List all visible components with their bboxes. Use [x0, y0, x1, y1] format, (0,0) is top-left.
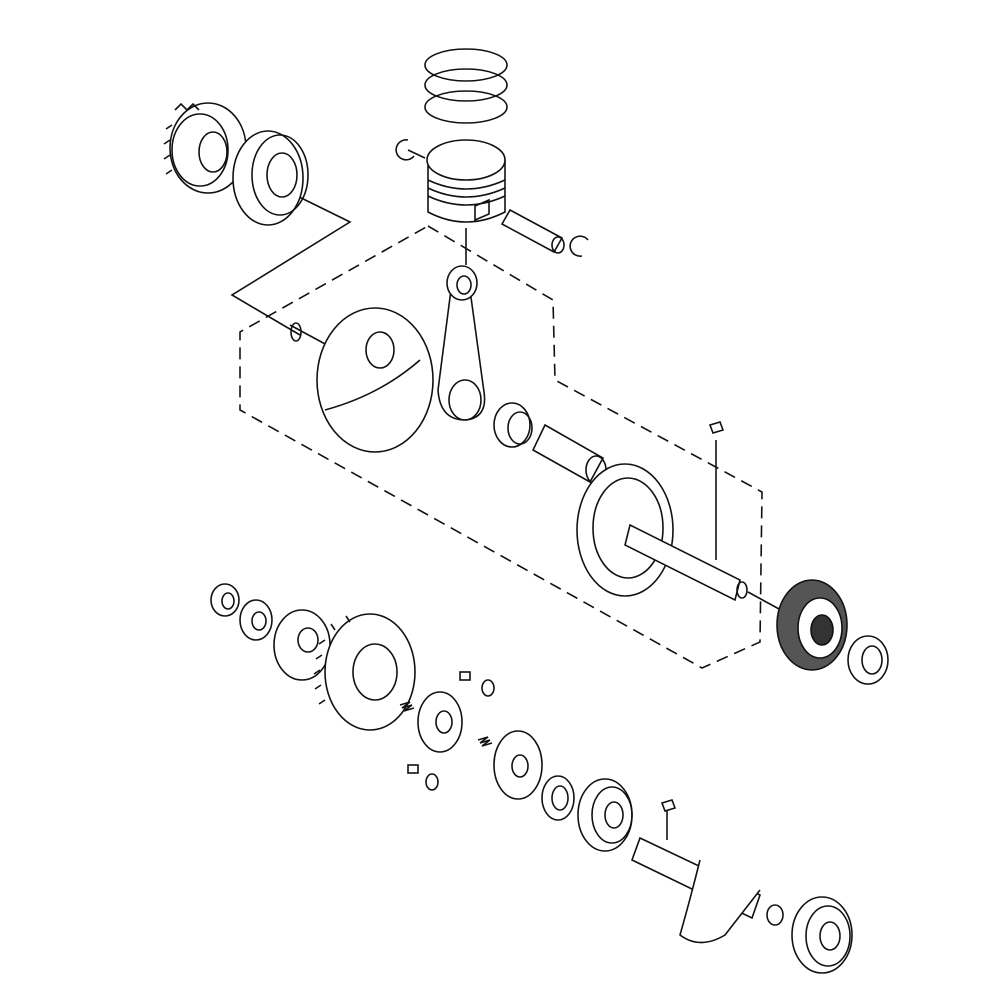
woodruff-key-upper-icon	[708, 421, 725, 434]
clutch-hub-icon	[417, 691, 463, 753]
crank-pin-icon	[531, 423, 607, 485]
spacer-ring-icon	[541, 775, 575, 821]
balancer-shaft-icon	[631, 836, 784, 944]
crank-assembly-outline	[239, 225, 763, 669]
bearing-leader-line	[230, 189, 352, 336]
primary-gear-icon	[313, 613, 416, 731]
ball-bearing-upper-icon	[232, 130, 309, 226]
thrust-washer-icon	[493, 730, 543, 800]
needle-bearing-icon	[493, 402, 533, 448]
circlip-right-icon	[569, 235, 589, 257]
woodruff-key-lower-icon	[660, 799, 677, 812]
piston-icon	[426, 139, 506, 223]
right-crank-web-icon	[576, 463, 748, 602]
piston-rings-icon	[424, 48, 508, 124]
circlip-left-icon	[395, 139, 415, 161]
left-crank-web-icon	[289, 307, 434, 453]
small-gear-right-icon	[847, 635, 889, 685]
ball-bearing-lower-icon	[577, 778, 633, 852]
circlip-leader	[407, 149, 426, 159]
timing-gear-icon	[163, 102, 247, 194]
keyed-washer-icon	[273, 609, 331, 681]
piston-pin-icon	[500, 208, 565, 254]
lock-washer-icon	[239, 599, 273, 641]
ball-bearing-bottom-icon	[791, 896, 853, 974]
connecting-rod-icon	[437, 265, 486, 421]
ball-bearing-highlighted-icon	[776, 579, 848, 671]
nut-icon	[210, 583, 240, 617]
springs-icon	[399, 671, 495, 791]
